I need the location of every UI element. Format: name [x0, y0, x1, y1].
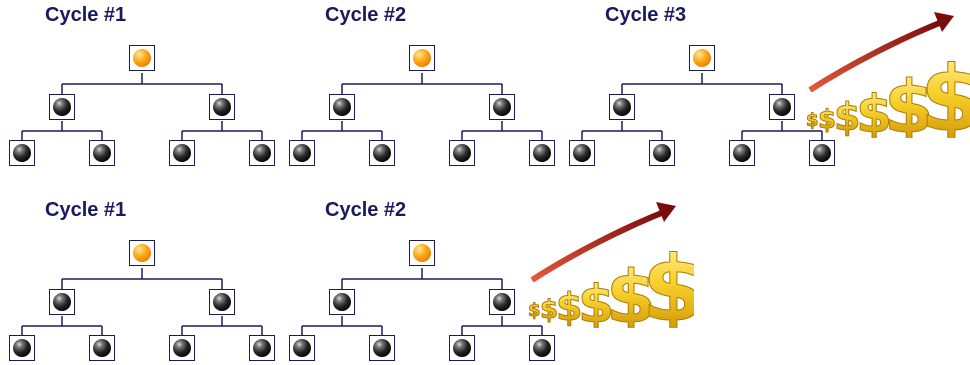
level2-node: [449, 335, 475, 361]
level2-node: [89, 140, 115, 166]
level2-node: [649, 140, 675, 166]
svg-text:$: $: [606, 255, 656, 328]
level2-node: [289, 140, 315, 166]
level2-node: [289, 335, 315, 361]
svg-text:$: $: [856, 85, 892, 138]
black-sphere-icon: [213, 98, 231, 116]
root-node: [689, 45, 715, 71]
black-sphere-icon: [253, 144, 271, 162]
black-sphere-icon: [613, 98, 631, 116]
level1-node: [609, 94, 635, 120]
black-sphere-icon: [173, 144, 191, 162]
level2-node: [369, 335, 395, 361]
svg-text:$: $: [540, 295, 558, 325]
black-sphere-icon: [293, 144, 311, 162]
black-sphere-icon: [533, 339, 551, 357]
svg-text:$: $: [884, 65, 934, 138]
level2-node: [369, 140, 395, 166]
svg-text:$: $: [578, 275, 614, 328]
svg-text:$: $: [834, 95, 860, 138]
level2-node: [529, 335, 555, 361]
svg-text:$: $: [920, 47, 970, 138]
black-sphere-icon: [453, 339, 471, 357]
tree-connectors: [581, 73, 823, 140]
cycle-title: Cycle #3: [605, 4, 687, 26]
orange-sphere-icon: [413, 244, 431, 262]
svg-text:$: $: [528, 300, 541, 321]
svg-text:$: $: [556, 285, 582, 328]
black-sphere-icon: [53, 293, 71, 311]
black-sphere-icon: [253, 339, 271, 357]
black-sphere-icon: [53, 98, 71, 116]
level2-node: [9, 335, 35, 361]
level2-node: [569, 140, 595, 166]
svg-text:$: $: [642, 237, 694, 328]
level1-node: [489, 289, 515, 315]
level1-node: [49, 94, 75, 120]
level2-node: [9, 140, 35, 166]
level1-node: [209, 289, 235, 315]
tree-connectors: [21, 268, 263, 335]
svg-text:$: $: [818, 105, 836, 135]
level2-node: [729, 140, 755, 166]
cycle-diagram: Cycle #1: [0, 195, 275, 361]
level2-node: [249, 335, 275, 361]
level1-node: [489, 94, 515, 120]
black-sphere-icon: [493, 293, 511, 311]
level1-node: [769, 94, 795, 120]
cycle-diagram: Cycle #1: [0, 0, 275, 166]
orange-sphere-icon: [133, 49, 151, 67]
black-sphere-icon: [173, 339, 191, 357]
level2-node: [529, 140, 555, 166]
level2-node: [249, 140, 275, 166]
svg-text:$: $: [806, 110, 819, 131]
cycle-title: Cycle #1: [45, 199, 127, 221]
black-sphere-icon: [213, 293, 231, 311]
black-sphere-icon: [333, 98, 351, 116]
cycle-title: Cycle #1: [45, 4, 127, 26]
cycle-diagram: Cycle #2: [280, 0, 555, 166]
level2-node: [89, 335, 115, 361]
black-sphere-icon: [493, 98, 511, 116]
black-sphere-icon: [653, 144, 671, 162]
black-sphere-icon: [13, 144, 31, 162]
root-node: [409, 45, 435, 71]
orange-sphere-icon: [133, 244, 151, 262]
level2-node: [449, 140, 475, 166]
black-sphere-icon: [373, 144, 391, 162]
black-sphere-icon: [533, 144, 551, 162]
tree-connectors: [301, 73, 543, 140]
root-node: [409, 240, 435, 266]
black-sphere-icon: [573, 144, 591, 162]
black-sphere-icon: [773, 98, 791, 116]
orange-sphere-icon: [693, 49, 711, 67]
black-sphere-icon: [333, 293, 351, 311]
cycle-diagram: Cycle #3: [560, 0, 835, 166]
root-node: [129, 45, 155, 71]
level2-node: [169, 140, 195, 166]
tree-connectors: [301, 268, 543, 335]
dollar-growth-arrow-icon: $ $ $ $ $ $: [806, 12, 970, 138]
black-sphere-icon: [373, 339, 391, 357]
black-sphere-icon: [93, 144, 111, 162]
level2-node: [809, 140, 835, 166]
level1-node: [209, 94, 235, 120]
level1-node: [329, 289, 355, 315]
level1-node: [49, 289, 75, 315]
orange-sphere-icon: [413, 49, 431, 67]
tree-connectors: [21, 73, 263, 140]
black-sphere-icon: [453, 144, 471, 162]
level2-node: [169, 335, 195, 361]
dollar-growth-arrow-icon: $ $ $ $ $ $: [528, 202, 694, 328]
level1-node: [329, 94, 355, 120]
black-sphere-icon: [293, 339, 311, 357]
black-sphere-icon: [813, 144, 831, 162]
black-sphere-icon: [13, 339, 31, 357]
black-sphere-icon: [733, 144, 751, 162]
cycle-title: Cycle #2: [325, 4, 407, 26]
cycle-diagram: Cycle #2: [280, 195, 555, 361]
black-sphere-icon: [93, 339, 111, 357]
cycle-title: Cycle #2: [325, 199, 407, 221]
root-node: [129, 240, 155, 266]
